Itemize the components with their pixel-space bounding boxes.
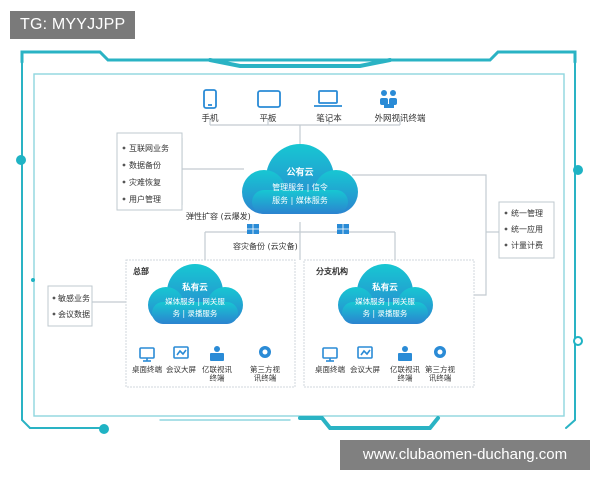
- outer-frame: [16, 50, 583, 434]
- branch-cloud-title: 私有云: [371, 282, 398, 293]
- phone-icon: [203, 89, 217, 109]
- left-list-item: 灾难恢复: [129, 177, 161, 187]
- device-label-external-terminal: 外网视讯终端: [374, 113, 426, 124]
- right-list-item: 统一管理: [511, 208, 543, 218]
- meeting-screen-icon: [173, 346, 189, 359]
- hq-terminal-label: 第三方视讯终端: [250, 364, 280, 383]
- watermark-url-badge: www.clubaomen-duchang.com: [340, 440, 590, 470]
- hq-terminal-label: 桌面终端: [132, 364, 162, 374]
- branch-private-cloud-shape: [338, 264, 433, 324]
- branch-terminal-label: 会议大屏: [350, 364, 380, 374]
- desktop-terminal-icon: [139, 347, 155, 362]
- public-cloud-line1: 管理服务 | 信令: [272, 182, 328, 192]
- left-list-item: 用户管理: [129, 194, 161, 204]
- branch-terminal-label: 桌面终端: [315, 364, 345, 374]
- hq-private-cloud-shape: [148, 264, 243, 324]
- left-list-item: 数据备份: [129, 160, 161, 170]
- video-terminal-icon: [210, 346, 224, 361]
- public-cloud-title: 公有云: [286, 166, 313, 178]
- video-terminal-group-icon: [380, 90, 397, 108]
- left-service-list: 互联网业务 数据备份 灾难恢复 用户管理: [116, 132, 183, 211]
- hq-terminal-label: 会议大屏: [166, 364, 196, 374]
- hq-terminal-label: 亿联视讯终端: [202, 364, 232, 383]
- third-party-terminal-icon: [259, 346, 271, 358]
- branch-cloud-line1: 媒体服务 | 网关服: [355, 296, 415, 306]
- right-list-item: 计量计费: [511, 240, 543, 250]
- right-management-list: 统一管理 统一应用 计量计费: [498, 201, 555, 259]
- watermark-top-badge: TG: MYYJJPP: [10, 11, 135, 39]
- device-label-tablet: 平板: [259, 113, 277, 124]
- branch-terminal-label: 亿联视讯终端: [390, 364, 420, 383]
- hq-title: 总部: [133, 266, 149, 276]
- desktop-terminal-icon: [322, 347, 338, 362]
- sensitive-list-item: 会议数据: [58, 309, 90, 319]
- right-list-item: 统一应用: [511, 224, 543, 234]
- meeting-screen-icon: [357, 346, 373, 359]
- public-cloud-line2: 服务 | 媒体服务: [272, 195, 328, 205]
- hq-cloud-line1: 媒体服务 | 网关服: [165, 296, 225, 306]
- firewall-grid: [247, 224, 349, 234]
- disaster-backup-label: 容灾备份 (云灾备): [233, 241, 298, 251]
- elastic-expansion-label: 弹性扩容 (云爆发): [186, 211, 251, 221]
- branch-title: 分支机构: [316, 266, 348, 276]
- branch-terminal-label: 第三方视讯终端: [425, 364, 455, 383]
- public-cloud-shape: [242, 144, 358, 214]
- sensitive-list-item: 敏感业务: [58, 293, 90, 303]
- device-label-phone: 手机: [201, 113, 219, 124]
- video-terminal-icon: [398, 346, 412, 361]
- branch-cloud-line2: 务 | 录播服务: [363, 308, 408, 318]
- sensitive-data-list: 敏感业务 会议数据: [47, 285, 93, 327]
- third-party-terminal-icon: [434, 346, 446, 358]
- device-label-laptop: 笔记本: [316, 113, 342, 124]
- hq-cloud-line2: 务 | 录播服务: [173, 308, 218, 318]
- left-list-item: 互联网业务: [129, 143, 169, 153]
- hq-cloud-title: 私有云: [181, 282, 208, 293]
- laptop-icon: [314, 90, 342, 107]
- tablet-icon: [257, 90, 281, 108]
